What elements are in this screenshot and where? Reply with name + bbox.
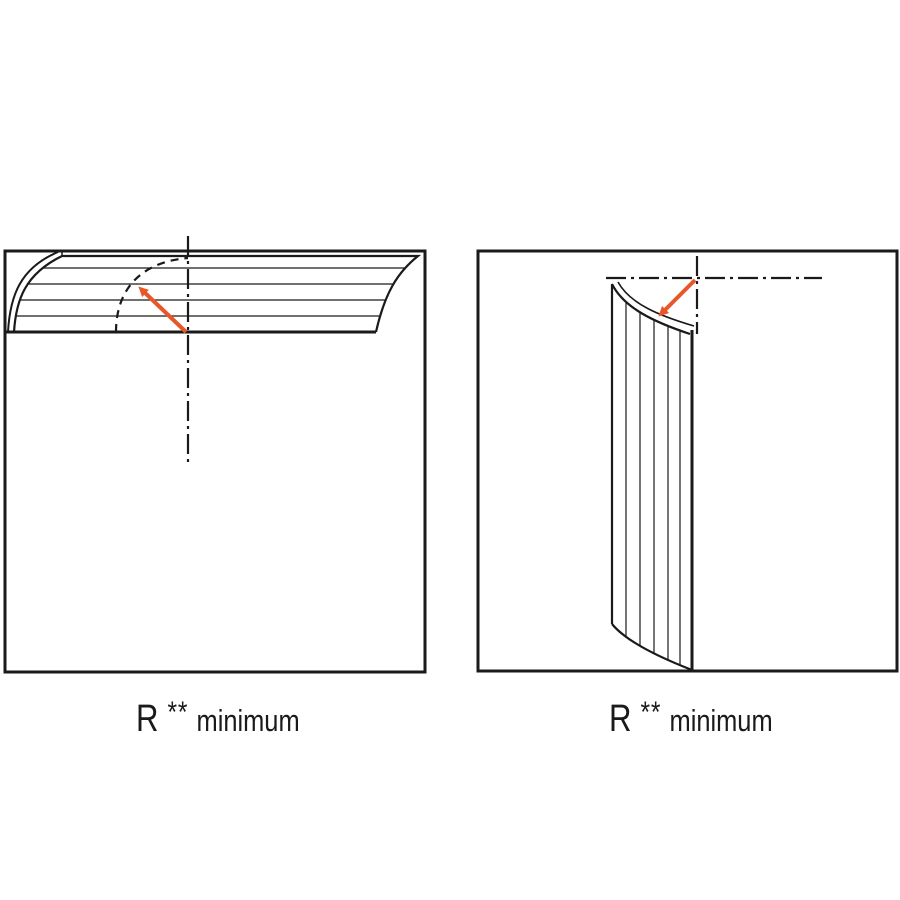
left-panel: [3, 236, 427, 674]
right-panel-frame: [476, 249, 899, 673]
left-rib-lines: [14, 267, 418, 317]
left-caption-word: minimum: [196, 703, 300, 738]
left-caption: R**minimum: [136, 694, 300, 744]
left-curved-profile: [5, 251, 422, 334]
right-curved-profile: [610, 281, 695, 672]
right-rib-lines: [625, 284, 681, 668]
right-caption-radius-symbol: R: [609, 698, 633, 740]
left-caption-stars: **: [167, 696, 189, 729]
right-panel: [476, 249, 899, 673]
left-caption-radius-symbol: R: [136, 698, 160, 740]
right-radius-arrow: [658, 278, 697, 317]
right-caption: R**minimum: [609, 694, 773, 744]
right-caption-word: minimum: [669, 703, 773, 738]
left-radius-arc: [114, 256, 189, 333]
right-caption-stars: **: [640, 696, 662, 729]
left-radius-arrow: [138, 286, 188, 334]
left-panel-frame: [3, 249, 427, 674]
